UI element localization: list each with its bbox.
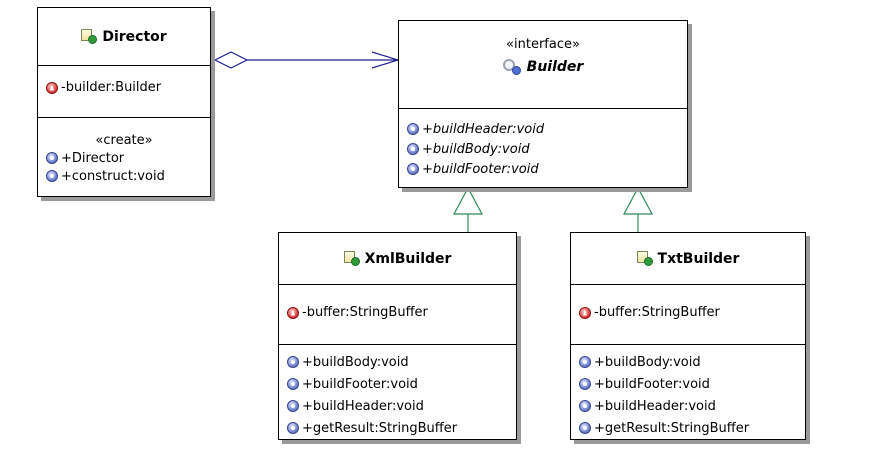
class-icon bbox=[636, 251, 653, 266]
operation-row[interactable]: +buildHeader:void bbox=[579, 395, 805, 417]
public-method-icon bbox=[579, 378, 591, 390]
director-attributes: -builder:Builder bbox=[38, 66, 210, 118]
director-class[interactable]: Director -builder:Builder «create» +Dire… bbox=[37, 7, 211, 197]
operation-text: +Director bbox=[61, 150, 125, 166]
txt-builder-header: TxtBuilder bbox=[571, 233, 805, 285]
operation-text: +buildFooter:void bbox=[302, 376, 418, 392]
director-operations: «create» +Director +construct:void bbox=[38, 118, 210, 185]
operation-text: +buildHeader:void bbox=[302, 398, 424, 414]
operation-row[interactable]: +construct:void bbox=[46, 167, 210, 185]
operation-text: +construct:void bbox=[61, 168, 165, 184]
operation-text: +buildBody:void bbox=[422, 141, 530, 157]
attribute-text: -builder:Builder bbox=[61, 80, 162, 95]
interface-title: Builder bbox=[399, 55, 687, 79]
operation-row[interactable]: +Director bbox=[46, 149, 210, 167]
public-method-icon bbox=[407, 123, 419, 135]
interface-stereotype: «interface» bbox=[506, 37, 580, 52]
interface-name: Builder bbox=[526, 59, 584, 75]
interface-icon bbox=[502, 59, 521, 75]
private-field-icon bbox=[46, 81, 58, 94]
operation-text: +buildBody:void bbox=[594, 354, 701, 370]
class-icon bbox=[81, 29, 98, 44]
builder-operations: +buildHeader:void +buildBody:void +build… bbox=[399, 109, 687, 179]
realization-connector-xml bbox=[452, 186, 484, 232]
xml-builder-operations: +buildBody:void +buildFooter:void +build… bbox=[279, 345, 516, 439]
xml-builder-class[interactable]: XmlBuilder -buffer:StringBuffer +buildBo… bbox=[278, 232, 517, 440]
operation-text: +buildHeader:void bbox=[422, 121, 545, 137]
operation-row[interactable]: +getResult:StringBuffer bbox=[579, 417, 805, 439]
xml-builder-attributes: -buffer:StringBuffer bbox=[279, 285, 516, 345]
public-method-icon bbox=[579, 422, 591, 434]
attribute-text: -buffer:StringBuffer bbox=[302, 305, 428, 320]
aggregation-connector bbox=[213, 51, 401, 69]
private-field-icon bbox=[579, 306, 591, 319]
operation-row[interactable]: +buildBody:void bbox=[579, 351, 805, 373]
attribute-row[interactable]: -buffer:StringBuffer bbox=[287, 303, 516, 322]
txt-builder-operations: +buildBody:void +buildFooter:void +build… bbox=[571, 345, 805, 439]
public-method-icon bbox=[579, 400, 591, 412]
operation-text: +buildFooter:void bbox=[594, 376, 710, 392]
director-class-header: Director bbox=[38, 8, 210, 66]
create-stereotype: «create» bbox=[95, 133, 153, 148]
public-method-icon bbox=[287, 356, 299, 368]
operation-row[interactable]: +buildHeader:void bbox=[287, 395, 516, 417]
attribute-text: -buffer:StringBuffer bbox=[594, 305, 720, 320]
txt-builder-class[interactable]: TxtBuilder -buffer:StringBuffer +buildBo… bbox=[570, 232, 806, 440]
public-method-icon bbox=[46, 170, 58, 182]
operation-text: +buildFooter:void bbox=[422, 161, 539, 177]
realization-connector-txt bbox=[622, 186, 654, 232]
class-name: XmlBuilder bbox=[364, 250, 452, 267]
operation-text: +getResult:StringBuffer bbox=[302, 420, 458, 436]
builder-interface-header: «interface» Builder bbox=[399, 21, 687, 109]
public-method-icon bbox=[579, 356, 591, 368]
attribute-row[interactable]: -buffer:StringBuffer bbox=[579, 303, 805, 322]
public-method-icon bbox=[287, 400, 299, 412]
public-method-icon bbox=[407, 163, 419, 175]
operation-row[interactable]: +buildFooter:void bbox=[407, 159, 687, 179]
operation-row[interactable]: +buildBody:void bbox=[287, 351, 516, 373]
private-field-icon bbox=[287, 306, 299, 319]
operation-row[interactable]: +buildBody:void bbox=[407, 139, 687, 159]
public-method-icon bbox=[287, 422, 299, 434]
operation-row[interactable]: +buildFooter:void bbox=[579, 373, 805, 395]
public-method-icon bbox=[46, 152, 58, 164]
operation-row[interactable]: +buildFooter:void bbox=[287, 373, 516, 395]
operation-row[interactable]: +getResult:StringBuffer bbox=[287, 417, 516, 439]
operation-row[interactable]: +buildHeader:void bbox=[407, 119, 687, 139]
operation-text: +buildBody:void bbox=[302, 354, 409, 370]
attribute-row[interactable]: -builder:Builder bbox=[46, 78, 210, 97]
operation-text: +getResult:StringBuffer bbox=[594, 420, 750, 436]
class-name: Director bbox=[102, 28, 167, 45]
public-method-icon bbox=[287, 378, 299, 390]
public-method-icon bbox=[407, 143, 419, 155]
builder-interface[interactable]: «interface» Builder +buildHeader:void +b… bbox=[398, 20, 688, 188]
xml-builder-header: XmlBuilder bbox=[279, 233, 516, 285]
operation-text: +buildHeader:void bbox=[594, 398, 716, 414]
txt-builder-attributes: -buffer:StringBuffer bbox=[571, 285, 805, 345]
class-icon bbox=[343, 251, 360, 266]
class-name: TxtBuilder bbox=[657, 250, 740, 267]
